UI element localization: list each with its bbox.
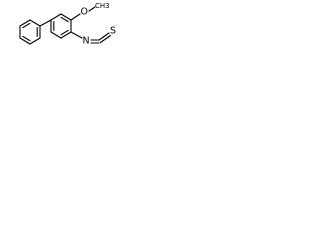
ring-bond: [60, 31, 72, 39]
methyl-label: CH3: [95, 2, 110, 10]
phenyl-ring: [19, 19, 41, 45]
chemical-structure: O CH3 N C S: [19, 2, 116, 47]
c-o-bond: [70, 13, 81, 21]
sulfur-atom-label: S: [110, 26, 116, 37]
phenyl-double-bond: [22, 22, 31, 29]
ring-bond: [50, 13, 62, 21]
oxygen-atom-label: O: [81, 7, 88, 18]
anisole-ring: [50, 13, 72, 39]
o-methyl-bond: [88, 6, 96, 12]
phenyl-bond: [19, 37, 31, 45]
phenyl-bond: [29, 19, 41, 27]
phenyl-bond: [29, 37, 41, 45]
c-s-double-bond-b: [99, 34, 112, 44]
biaryl-bond: [39, 19, 52, 27]
c-n-bond: [70, 31, 83, 39]
ring-double-bond: [60, 29, 69, 36]
phenyl-double-bond: [22, 35, 31, 42]
phenyl-bond: [19, 19, 31, 27]
c-s-double-bond-a: [98, 32, 110, 41]
ring-double-bond: [60, 16, 69, 23]
ring-bond: [50, 31, 62, 39]
nitrogen-atom-label: N: [83, 36, 90, 47]
ring-bond: [60, 13, 72, 21]
